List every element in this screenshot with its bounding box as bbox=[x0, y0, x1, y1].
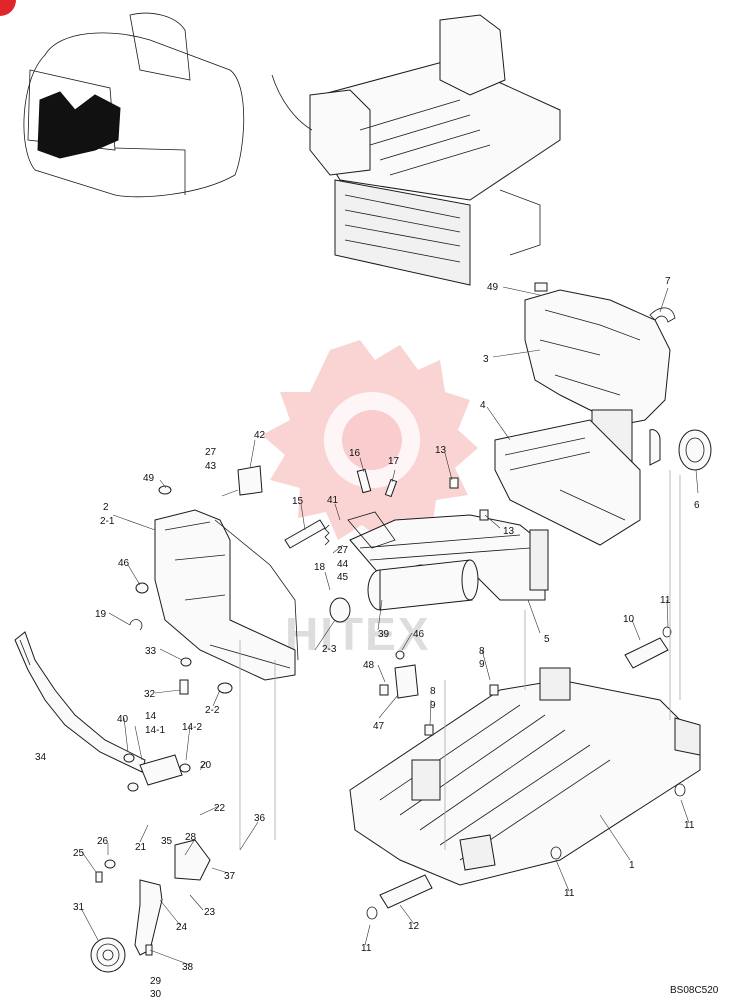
callout-2-2: 2-2 bbox=[205, 705, 220, 716]
callout-48: 48 bbox=[363, 660, 375, 671]
upper-frame-assembly bbox=[271, 14, 561, 286]
callout-35: 35 bbox=[161, 836, 173, 847]
callout-17: 17 bbox=[388, 456, 400, 467]
callout-32: 32 bbox=[144, 689, 156, 700]
callout-8-right: 8 bbox=[479, 646, 485, 657]
callout-21: 21 bbox=[135, 842, 147, 853]
callout-42: 42 bbox=[254, 430, 266, 441]
pin-16 bbox=[356, 468, 372, 494]
callout-24: 24 bbox=[176, 922, 188, 933]
callout-7: 7 bbox=[665, 276, 671, 287]
callout-2-3: 2-3 bbox=[322, 644, 337, 655]
pedal-arm-38 bbox=[134, 879, 163, 956]
shaft-39 bbox=[367, 559, 479, 611]
callout-33: 33 bbox=[145, 646, 157, 657]
callout-11-bottom: 11 bbox=[361, 943, 372, 954]
callout-40: 40 bbox=[117, 714, 129, 725]
callout-20: 20 bbox=[200, 760, 212, 771]
corner-marker bbox=[0, 0, 16, 16]
callout-36: 36 bbox=[254, 813, 266, 824]
callout-27-top: 27 bbox=[205, 447, 217, 458]
pin-10 bbox=[624, 637, 669, 669]
pin-12 bbox=[379, 874, 433, 909]
callout-44: 44 bbox=[337, 559, 349, 570]
callout-14: 14 bbox=[145, 711, 157, 722]
callout-11-upper: 11 bbox=[660, 595, 671, 606]
callout-23: 23 bbox=[204, 907, 216, 918]
callout-14-1: 14-1 bbox=[145, 725, 165, 736]
floor-plate-1 bbox=[349, 667, 701, 886]
callout-10: 10 bbox=[623, 614, 635, 625]
callout-9-mid: 9 bbox=[430, 700, 436, 711]
yoke-14 bbox=[139, 754, 183, 786]
callout-27-mid: 27 bbox=[337, 545, 349, 556]
callout-1: 1 bbox=[629, 860, 635, 871]
pin-15 bbox=[284, 519, 326, 549]
callout-9-right: 9 bbox=[479, 659, 485, 670]
callout-29: 29 bbox=[150, 976, 162, 987]
spring-disc-31 bbox=[90, 937, 126, 973]
watermark-logo: HITEX bbox=[262, 340, 478, 660]
callout-13-top: 13 bbox=[435, 445, 447, 456]
callout-labels: 49 7 3 4 6 42 27 43 49 16 17 13 15 41 2 … bbox=[35, 276, 700, 1000]
callout-2-1: 2-1 bbox=[100, 516, 115, 527]
callout-49-top: 49 bbox=[487, 282, 499, 293]
watermark-text: HITEX bbox=[285, 608, 430, 660]
callout-13-right: 13 bbox=[503, 526, 515, 537]
callout-12: 12 bbox=[408, 921, 420, 932]
callout-2: 2 bbox=[103, 502, 109, 513]
callout-46-mid: 46 bbox=[413, 629, 425, 640]
callout-41: 41 bbox=[327, 495, 339, 506]
callout-19: 19 bbox=[95, 609, 107, 620]
callout-46-left: 46 bbox=[118, 558, 130, 569]
callout-34: 34 bbox=[35, 752, 47, 763]
small-hardware bbox=[95, 282, 686, 956]
callout-5: 5 bbox=[544, 634, 550, 645]
bushing-2-3 bbox=[329, 597, 351, 623]
alignment-lines bbox=[239, 470, 681, 850]
callout-14-2: 14-2 bbox=[182, 722, 202, 733]
callout-28: 28 bbox=[185, 832, 197, 843]
callout-4: 4 bbox=[480, 400, 486, 411]
callout-49-left: 49 bbox=[143, 473, 155, 484]
callout-25: 25 bbox=[73, 848, 85, 859]
callout-26: 26 bbox=[97, 836, 109, 847]
bracket-37 bbox=[174, 839, 211, 881]
callout-22: 22 bbox=[214, 803, 226, 814]
callout-11-lower: 11 bbox=[564, 888, 575, 899]
callout-38: 38 bbox=[182, 962, 194, 973]
callout-16: 16 bbox=[349, 448, 361, 459]
callout-39: 39 bbox=[378, 629, 390, 640]
callout-37: 37 bbox=[224, 871, 236, 882]
callout-18: 18 bbox=[314, 562, 326, 573]
callout-15: 15 bbox=[292, 496, 304, 507]
callout-31: 31 bbox=[73, 902, 85, 913]
spring-18 bbox=[324, 524, 330, 546]
callout-30: 30 bbox=[150, 989, 162, 1000]
lever-34 bbox=[14, 631, 146, 773]
seal-ring-6 bbox=[678, 429, 712, 471]
clip-7 bbox=[649, 307, 676, 323]
callout-43: 43 bbox=[205, 461, 217, 472]
callout-3: 3 bbox=[483, 354, 489, 365]
frame-part-2 bbox=[154, 509, 299, 681]
leader-lines bbox=[81, 286, 699, 966]
callout-8-mid: 8 bbox=[430, 686, 436, 697]
pin-17 bbox=[384, 478, 398, 498]
callout-6: 6 bbox=[694, 500, 700, 511]
machine-thumbnail bbox=[23, 12, 245, 198]
callout-47: 47 bbox=[373, 721, 385, 732]
highlighted-frame bbox=[37, 91, 121, 159]
side-frame-part-4 bbox=[494, 419, 641, 546]
callout-45: 45 bbox=[337, 572, 349, 583]
callout-11-right: 11 bbox=[684, 820, 695, 831]
drawing-code: BS08C520 bbox=[670, 985, 719, 996]
